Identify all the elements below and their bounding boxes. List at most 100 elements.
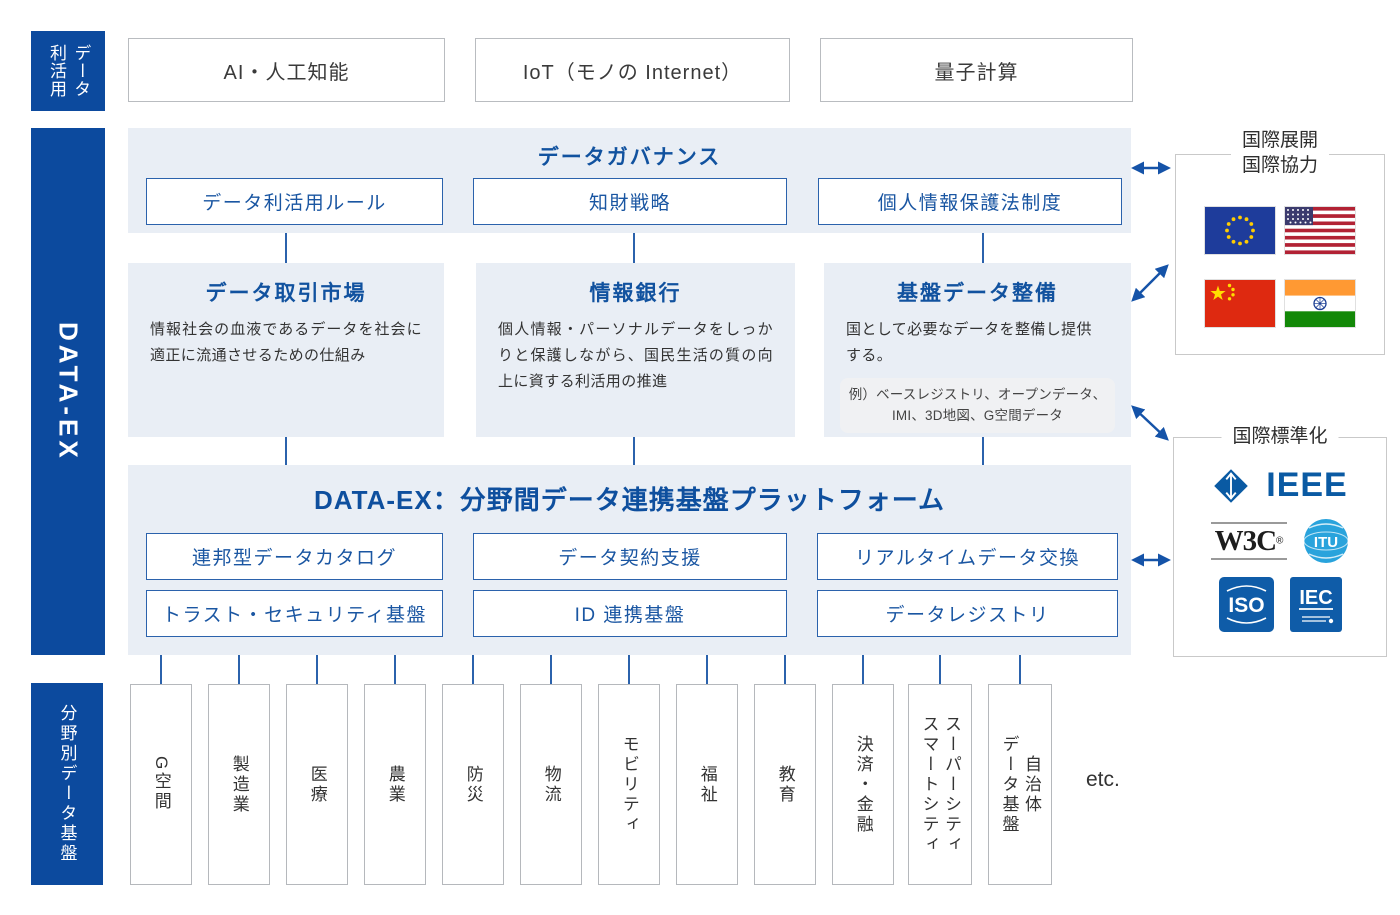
platform-band: DATA-EX：分野間データ連携基盤プラットフォーム 連邦型データカタログ デー… <box>128 465 1131 655</box>
middle-box-base-data: 基盤データ整備 国として必要なデータを整備し提供する。 例）ベースレジストリ、オ… <box>824 263 1131 437</box>
sector-box-disaster-prevention: 防災 <box>442 684 504 885</box>
iso-logo-text: ISO <box>1228 594 1264 617</box>
double-arrow-icon <box>1131 405 1169 441</box>
standards-logos: IEEE W3C® ITU ISO <box>1174 466 1386 632</box>
sector-label: スマートシティ <box>919 714 939 855</box>
china-flag-icon <box>1204 279 1276 328</box>
connector-tick <box>160 655 162 684</box>
w3c-logo-icon: W3C® <box>1210 522 1288 560</box>
flag-grid <box>1176 206 1384 328</box>
connector-tick <box>784 655 786 684</box>
connector-tick <box>862 655 864 684</box>
sector-box-super-smart-city: スーパーシティ スマートシティ <box>908 684 972 885</box>
rail-top-text: データ 利活用 <box>46 44 91 98</box>
platform-box-realtime-exchange: リアルタイムデータ交換 <box>817 533 1118 580</box>
sector-box-payment-finance: 決済・金融 <box>832 684 894 885</box>
sector-box-municipality-data: 自治体 データ基盤 <box>988 684 1052 885</box>
rail-top-col1: データ <box>71 44 91 98</box>
rail-bottom-text: 分野別データ基盤 <box>57 704 77 864</box>
ieee-diamond-icon <box>1214 468 1249 503</box>
connector-tick <box>939 655 941 684</box>
connector-tick <box>238 655 240 684</box>
connector-tick <box>285 437 287 465</box>
rail-top-col2: 利活用 <box>47 44 66 98</box>
sector-label: スーパーシティ <box>942 714 962 855</box>
itu-logo-text: ITU <box>1314 534 1338 551</box>
platform-box-id-federation: ID 連携基盤 <box>473 590 787 637</box>
etc-label: etc. <box>1086 768 1120 791</box>
governance-box-privacy-law: 個人情報保護法制度 <box>818 178 1122 225</box>
example-note-line1: 例）ベースレジストリ、オープンデータ、 <box>848 386 1107 402</box>
governance-band: データガバナンス データ利活用ルール 知財戦略 個人情報保護法制度 <box>128 128 1131 233</box>
platform-title: DATA-EX：分野間データ連携基盤プラットフォーム <box>314 485 945 515</box>
sector-box-agriculture: 農業 <box>364 684 426 885</box>
connector-tick <box>982 233 984 263</box>
connector-tick <box>472 655 474 684</box>
example-note-line2: IMI、3D地図、G空間データ <box>891 407 1063 423</box>
middle-box-data-market: データ取引市場 情報社会の血液であるデータを社会に適正に流通させるための仕組み <box>128 263 444 437</box>
international-box: 国際展開 国際協力 <box>1175 129 1385 355</box>
iso-iec-row: ISO IEC <box>1218 577 1342 632</box>
governance-box-ip-strategy: 知財戦略 <box>473 178 787 225</box>
iec-logo-icon: IEC <box>1289 577 1342 632</box>
example-note: 例）ベースレジストリ、オープンデータ、 IMI、3D地図、G空間データ <box>840 377 1115 434</box>
rail-dataex-text: DATA-EX <box>53 321 84 462</box>
sector-label: 物流 <box>541 764 561 805</box>
sector-box-education: 教育 <box>754 684 816 885</box>
sector-box-manufacturing: 製造業 <box>208 684 270 885</box>
sector-label: 農業 <box>385 764 405 805</box>
middle-box-title: データ取引市場 <box>205 282 367 305</box>
top-box-quantum: 量子計算 <box>820 38 1133 102</box>
ieee-logo-text: IEEE <box>1266 466 1348 504</box>
connector-tick <box>633 437 635 465</box>
international-heading-line2: 国際協力 <box>1241 154 1319 176</box>
sector-label: 医療 <box>307 764 327 805</box>
ieee-logo: IEEE <box>1212 466 1347 505</box>
connector-tick <box>706 655 708 684</box>
middle-box-desc: 情報社会の血液であるデータを社会に適正に流通させるための仕組み <box>150 321 422 364</box>
double-arrow-icon <box>1131 264 1169 302</box>
sector-label: モビリティ <box>619 734 639 835</box>
sector-label: G空間 <box>151 756 171 813</box>
international-heading: 国際展開 国際協力 <box>1230 129 1330 179</box>
connector-tick <box>1019 655 1021 684</box>
itu-logo-icon: ITU <box>1303 519 1349 563</box>
standards-box: 国際標準化 IEEE W3C® <box>1173 425 1387 657</box>
connector-tick <box>982 437 984 465</box>
rail-dataex-label: DATA-EX <box>31 128 105 655</box>
governance-title: データガバナンス <box>537 146 722 169</box>
middle-box-desc: 国として必要なデータを整備し提供する。 <box>846 321 1092 364</box>
connector-tick <box>316 655 318 684</box>
w3c-itu-row: W3C® ITU <box>1210 518 1350 564</box>
middle-box-desc: 個人情報・パーソナルデータをしっかりと保護しながら、国民生活の質の向上に資する利… <box>498 321 773 390</box>
sector-box-logistics: 物流 <box>520 684 582 885</box>
sector-label: 決済・金融 <box>853 734 873 835</box>
connector-tick <box>633 233 635 263</box>
sector-box-medical: 医療 <box>286 684 348 885</box>
platform-box-contract-support: データ契約支援 <box>473 533 787 580</box>
middle-box-title: 基盤データ整備 <box>897 282 1058 305</box>
iec-logo-text: IEC <box>1299 587 1332 609</box>
middle-box-info-bank: 情報銀行 個人情報・パーソナルデータをしっかりと保護しながら、国民生活の質の向上… <box>476 263 795 437</box>
platform-box-trust-security: トラスト・セキュリティ基盤 <box>146 590 443 637</box>
india-flag-icon <box>1284 279 1356 328</box>
platform-box-federated-catalog: 連邦型データカタログ <box>146 533 443 580</box>
usa-flag-icon <box>1284 206 1356 255</box>
rail-data-utilization-label: データ 利活用 <box>31 31 105 111</box>
connector-tick <box>628 655 630 684</box>
connector-tick <box>285 233 287 263</box>
sector-label: データ基盤 <box>999 734 1019 835</box>
iso-logo-icon: ISO <box>1218 577 1274 632</box>
connector-tick <box>550 655 552 684</box>
sector-box-geospatial: G空間 <box>130 684 192 885</box>
sector-label: 福祉 <box>697 764 717 805</box>
sector-label: 防災 <box>463 764 483 805</box>
connector-tick <box>394 655 396 684</box>
international-heading-line1: 国際展開 <box>1241 130 1319 151</box>
eu-flag-icon <box>1204 206 1276 255</box>
sector-label: 自治体 <box>1022 754 1042 815</box>
governance-box-data-rules: データ利活用ルール <box>146 178 443 225</box>
top-box-ai: AI・人工知能 <box>128 38 445 102</box>
standards-heading: 国際標準化 <box>1221 425 1339 450</box>
